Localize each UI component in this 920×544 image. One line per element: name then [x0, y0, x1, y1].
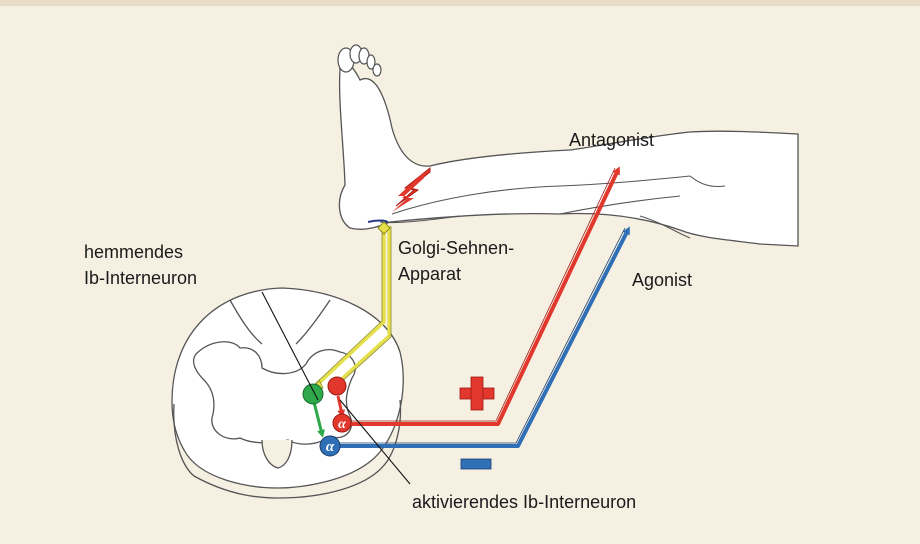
alpha-label-blue: α — [326, 439, 335, 455]
alpha-label-red: α — [338, 417, 346, 432]
foot-toes — [338, 45, 381, 76]
inhibitory-interneuron — [303, 384, 323, 404]
excitatory-label: aktivierendes Ib-Interneuron — [412, 490, 636, 514]
golgi-label-line2: Apparat — [398, 262, 461, 286]
plus-sign — [460, 377, 494, 410]
agonist-label: Agonist — [632, 268, 692, 292]
excitatory-interneuron — [328, 377, 346, 395]
golgi-label-line1: Golgi-Sehnen- — [398, 236, 514, 260]
inhibitory-label-line1: hemmendes — [84, 240, 183, 264]
inhibitory-label-line2: Ib-Interneuron — [84, 266, 197, 290]
spinal-cord — [172, 288, 403, 498]
leg-outline — [339, 61, 798, 246]
minus-sign — [461, 459, 491, 469]
antagonist-label: Antagonist — [569, 128, 654, 152]
